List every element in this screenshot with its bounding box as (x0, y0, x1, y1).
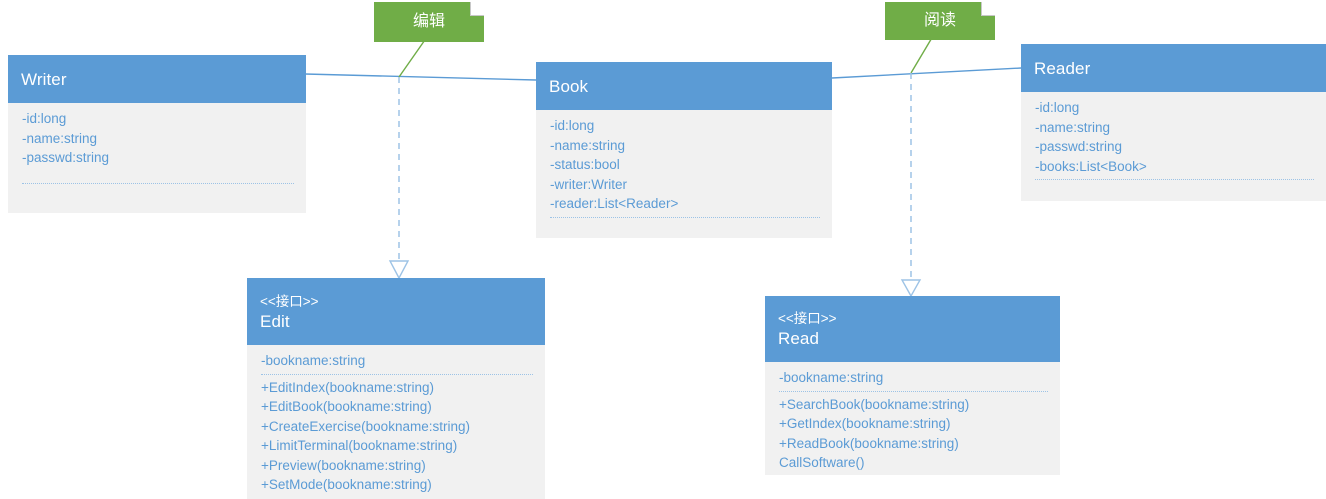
section-divider (1035, 179, 1314, 180)
attribute-row: -bookname:string (261, 353, 366, 368)
note-edit-label: 编辑 (412, 13, 445, 30)
class-body-writer: -id:long -name:string -passwd:string (8, 103, 306, 213)
class-box-reader[interactable]: Reader -id:long -name:string -passwd:str… (1021, 44, 1326, 201)
operation-row: +SearchBook(bookname:string) (779, 396, 970, 412)
operation-row: +EditIndex(bookname:string) (261, 379, 434, 395)
stereotype-label-read: <<接口>> (778, 311, 837, 326)
section-divider (550, 216, 820, 218)
stereotype-label-edit: <<接口>> (260, 293, 319, 309)
section-divider (261, 373, 533, 375)
attribute-row: -name:string (22, 130, 98, 146)
operation-row: +GetIndex(bookname:string) (779, 416, 951, 431)
attribute-row: -books:List<Book> (1035, 158, 1147, 174)
attribute-row: -id:long (1035, 100, 1080, 115)
class-header-read: <<接口>> Read (765, 296, 1060, 362)
class-name-reader: Reader (1034, 58, 1091, 78)
class-header-edit: <<接口>> Edit (247, 278, 545, 345)
association-writer-book (304, 73, 537, 81)
note-connector-edit (398, 36, 428, 78)
attribute-row: -name:string (550, 137, 626, 153)
operation-row: +ReadBook(bookname:string) (779, 435, 959, 451)
operation-row: +LimitTerminal(bookname:string) (261, 438, 458, 453)
realization-arrowhead-edit (388, 260, 410, 280)
operation-row: +Preview(bookname:string) (261, 457, 426, 473)
attribute-row: -bookname:string (779, 370, 884, 385)
class-box-book[interactable]: Book -id:long -name:string -status:bool … (536, 62, 832, 238)
class-name-edit: Edit (260, 311, 290, 331)
operation-row: +CreateExercise(bookname:string) (261, 418, 470, 434)
section-divider (22, 182, 294, 184)
class-body-book: -id:long -name:string -status:bool -writ… (536, 110, 832, 238)
class-name-writer: Writer (21, 69, 67, 89)
class-body-read: -bookname:string +SearchBook(bookname:st… (765, 362, 1060, 475)
note-edit[interactable]: 编辑 (374, 2, 484, 42)
attribute-row: -id:long (22, 111, 67, 126)
association-book-reader (831, 67, 1022, 79)
class-header-writer: Writer (8, 55, 306, 103)
class-header-reader: Reader (1021, 44, 1326, 92)
note-connector-read (910, 35, 934, 74)
class-body-reader: -id:long -name:string -passwd:string -bo… (1021, 92, 1326, 201)
realization-arrowhead-read (900, 279, 922, 298)
class-header-book: Book (536, 62, 832, 110)
section-divider (779, 390, 1048, 392)
attribute-row: -status:bool (550, 157, 620, 172)
attribute-row: -passwd:string (1035, 139, 1123, 154)
attribute-row: -reader:List<Reader> (550, 196, 679, 211)
note-fold-corner-icon (470, 2, 484, 16)
attribute-row: -writer:Writer (550, 176, 627, 192)
note-read[interactable]: 阅读 (885, 2, 995, 40)
class-box-read[interactable]: <<接口>> Read -bookname:string +SearchBook… (765, 296, 1060, 475)
class-name-book: Book (549, 76, 589, 96)
note-fold-corner-icon (981, 2, 995, 16)
class-body-edit: -bookname:string +EditIndex(bookname:str… (247, 345, 545, 499)
operation-row: +EditBook(bookname:string) (261, 399, 432, 414)
attribute-row: -id:long (550, 118, 595, 133)
operation-row: +SetMode(bookname:string) (261, 477, 432, 492)
class-box-writer[interactable]: Writer -id:long -name:string -passwd:str… (8, 55, 306, 213)
note-read-label: 阅读 (923, 12, 956, 29)
class-box-edit[interactable]: <<接口>> Edit -bookname:string +EditIndex(… (247, 278, 545, 499)
attribute-row: -name:string (1035, 119, 1111, 135)
attribute-row: -passwd:string (22, 150, 110, 165)
operation-row: CallSoftware() (779, 455, 865, 470)
class-name-read: Read (778, 329, 820, 348)
